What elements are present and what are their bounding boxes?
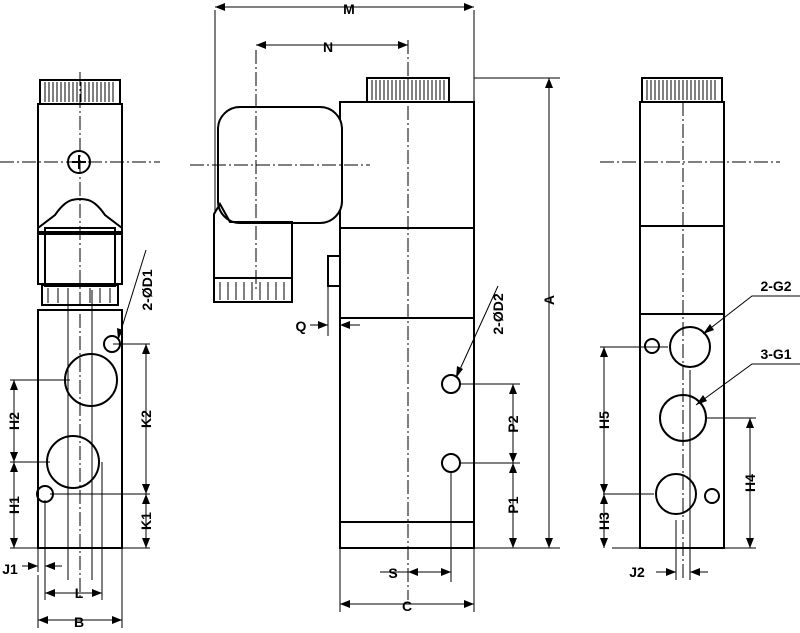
dim-H4: H4: [742, 418, 758, 548]
label-D1: 2-ØD1: [139, 269, 155, 310]
label-A: A: [541, 295, 557, 305]
coil-body: [639, 101, 725, 227]
label-H2: H2: [6, 412, 22, 430]
dim-S: S: [380, 472, 452, 582]
label-H3: H3: [596, 512, 612, 530]
dim-Q: Q: [296, 286, 360, 336]
label-L: L: [75, 585, 84, 601]
dim-A: A: [541, 78, 557, 548]
mount-hole-lower: [704, 488, 720, 504]
label-H5: H5: [596, 411, 612, 429]
label-K2: K2: [138, 410, 154, 428]
label-D2: 2-ØD2: [490, 293, 506, 334]
label-P1: P1: [505, 496, 521, 513]
dim-B: B: [37, 548, 123, 630]
dim-P1: P1: [505, 463, 521, 548]
dim-J2: J2: [629, 564, 708, 580]
label-K1: K1: [138, 512, 154, 530]
port-G1-b: [655, 473, 697, 515]
dim-H5: H5: [596, 347, 612, 494]
dim-N: N: [256, 39, 408, 55]
connector-gland: [213, 277, 293, 303]
dim-J1: J1: [2, 500, 62, 577]
dim-L: L: [44, 462, 103, 601]
dim-M: M: [215, 1, 474, 17]
valve-body: [339, 317, 475, 549]
callout-D1: 2-ØD1: [117, 249, 155, 341]
callout-D2: 2-ØD2: [455, 285, 506, 379]
dim-K1: K1: [138, 494, 154, 548]
label-G1: 3-G1: [760, 346, 791, 362]
label-Q: Q: [296, 318, 307, 334]
dim-H2: H2: [6, 380, 22, 462]
label-M: M: [343, 1, 355, 17]
label-J2: J2: [629, 564, 645, 580]
dim-H3: H3: [596, 494, 612, 548]
callout-G1: 3-G1: [695, 346, 800, 406]
dim-C: C: [339, 548, 475, 614]
label-P2: P2: [505, 415, 521, 432]
dim-H1: H1: [6, 462, 22, 548]
label-C: C: [402, 598, 412, 614]
label-H1: H1: [6, 496, 22, 514]
port-G2-a: [669, 326, 711, 368]
label-H4: H4: [742, 474, 758, 492]
label-J1: J1: [2, 561, 18, 577]
port-upper: [64, 353, 118, 407]
manual-override: [327, 255, 341, 287]
dim-K2: K2: [138, 344, 154, 494]
dim-P2: P2: [505, 384, 521, 463]
coil-knob: [641, 77, 723, 103]
label-B: B: [74, 614, 84, 628]
callout-G2: 2-G2: [702, 278, 800, 335]
label-S: S: [388, 565, 397, 581]
side-view: H2 H1 K2 K1 2-ØD1 J1: [0, 72, 160, 630]
mount-hole-upper: [441, 374, 461, 394]
mount-hole-upper: [644, 338, 660, 354]
port-view: 2-G2 3-G1 H5 H3 H4 J2: [596, 77, 800, 580]
front-view: M N A Q 2-ØD2 P2: [190, 1, 560, 614]
port-lower: [46, 435, 100, 489]
mount-hole-lower: [441, 453, 461, 473]
label-G2: 2-G2: [760, 278, 791, 294]
label-N: N: [323, 39, 333, 55]
pilot-block: [339, 227, 475, 319]
valve-body: [639, 313, 725, 549]
coil-body: [339, 101, 475, 229]
pilot-block: [639, 225, 725, 315]
